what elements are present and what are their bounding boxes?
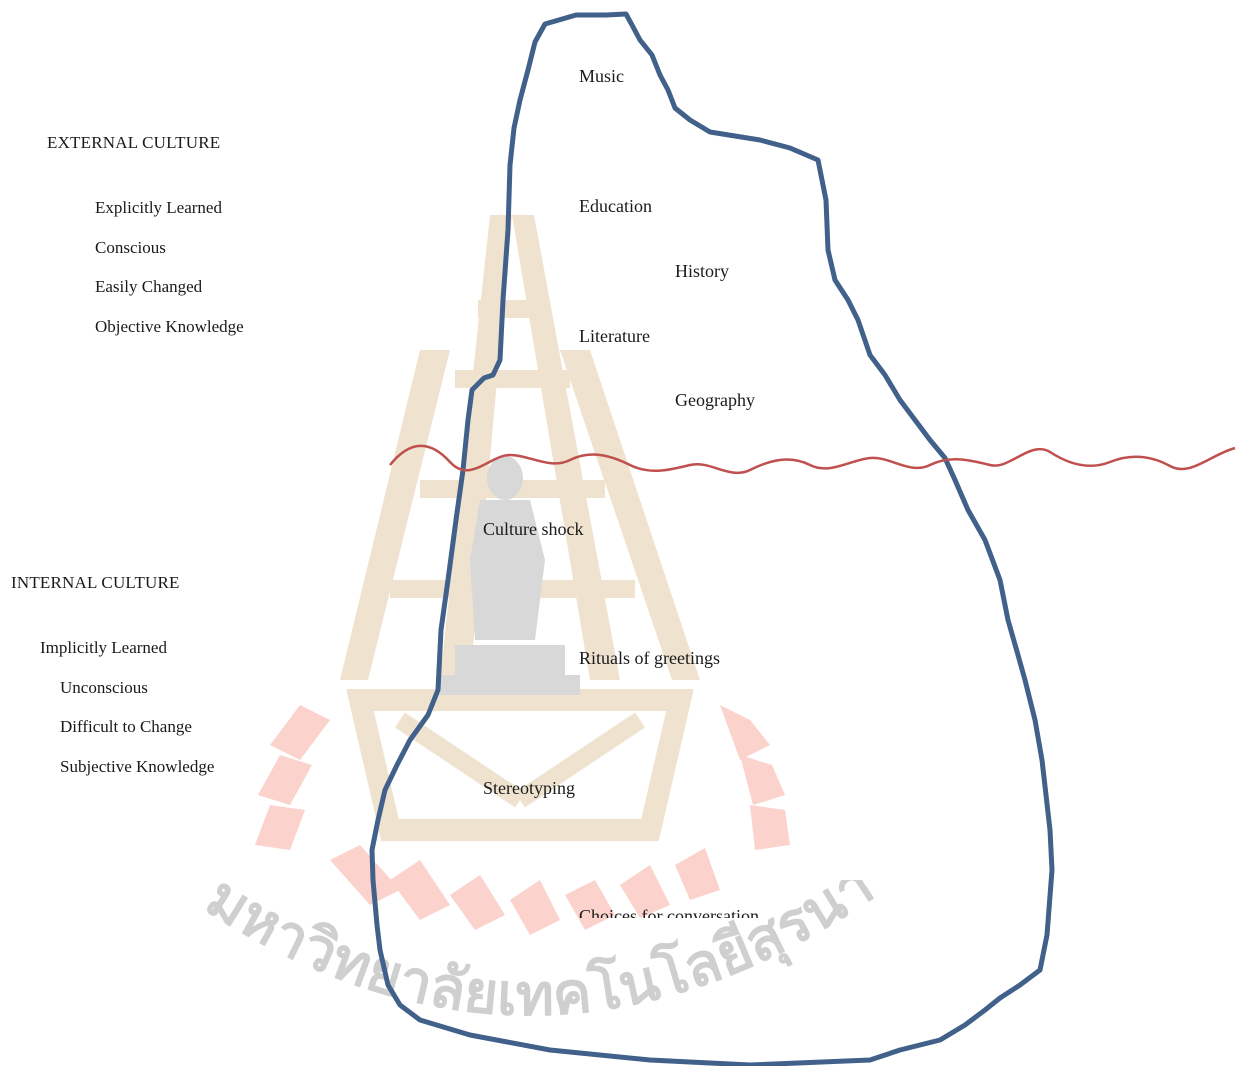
internal-item-difficult-to-change: Difficult to Change: [60, 717, 192, 737]
iceberg-label-geography: Geography: [675, 390, 755, 411]
iceberg-label-literature: Literature: [579, 326, 650, 347]
external-item-easily-changed: Easily Changed: [95, 277, 202, 297]
internal-culture-heading: INTERNAL CULTURE: [11, 573, 180, 593]
iceberg-label-education: Education: [579, 196, 652, 217]
external-item-objective-knowledge: Objective Knowledge: [95, 317, 244, 337]
iceberg-label-choices-for-conversation: Choices for conversation: [579, 904, 759, 918]
iceberg-label-history: History: [675, 261, 729, 282]
external-culture-heading: EXTERNAL CULTURE: [47, 133, 220, 153]
internal-item-implicitly-learned: Implicitly Learned: [40, 638, 167, 658]
iceberg-label-culture-shock: Culture shock: [483, 519, 584, 540]
external-item-explicitly-learned: Explicitly Learned: [95, 198, 222, 218]
internal-item-unconscious: Unconscious: [60, 678, 148, 698]
internal-item-subjective-knowledge: Subjective Knowledge: [60, 757, 214, 777]
iceberg-label-stereotyping: Stereotyping: [483, 778, 575, 799]
external-item-conscious: Conscious: [95, 238, 166, 258]
iceberg-label-rituals-of-greetings: Rituals of greetings: [579, 648, 720, 669]
iceberg-label-music: Music: [579, 66, 624, 87]
waterline: [390, 446, 1235, 473]
